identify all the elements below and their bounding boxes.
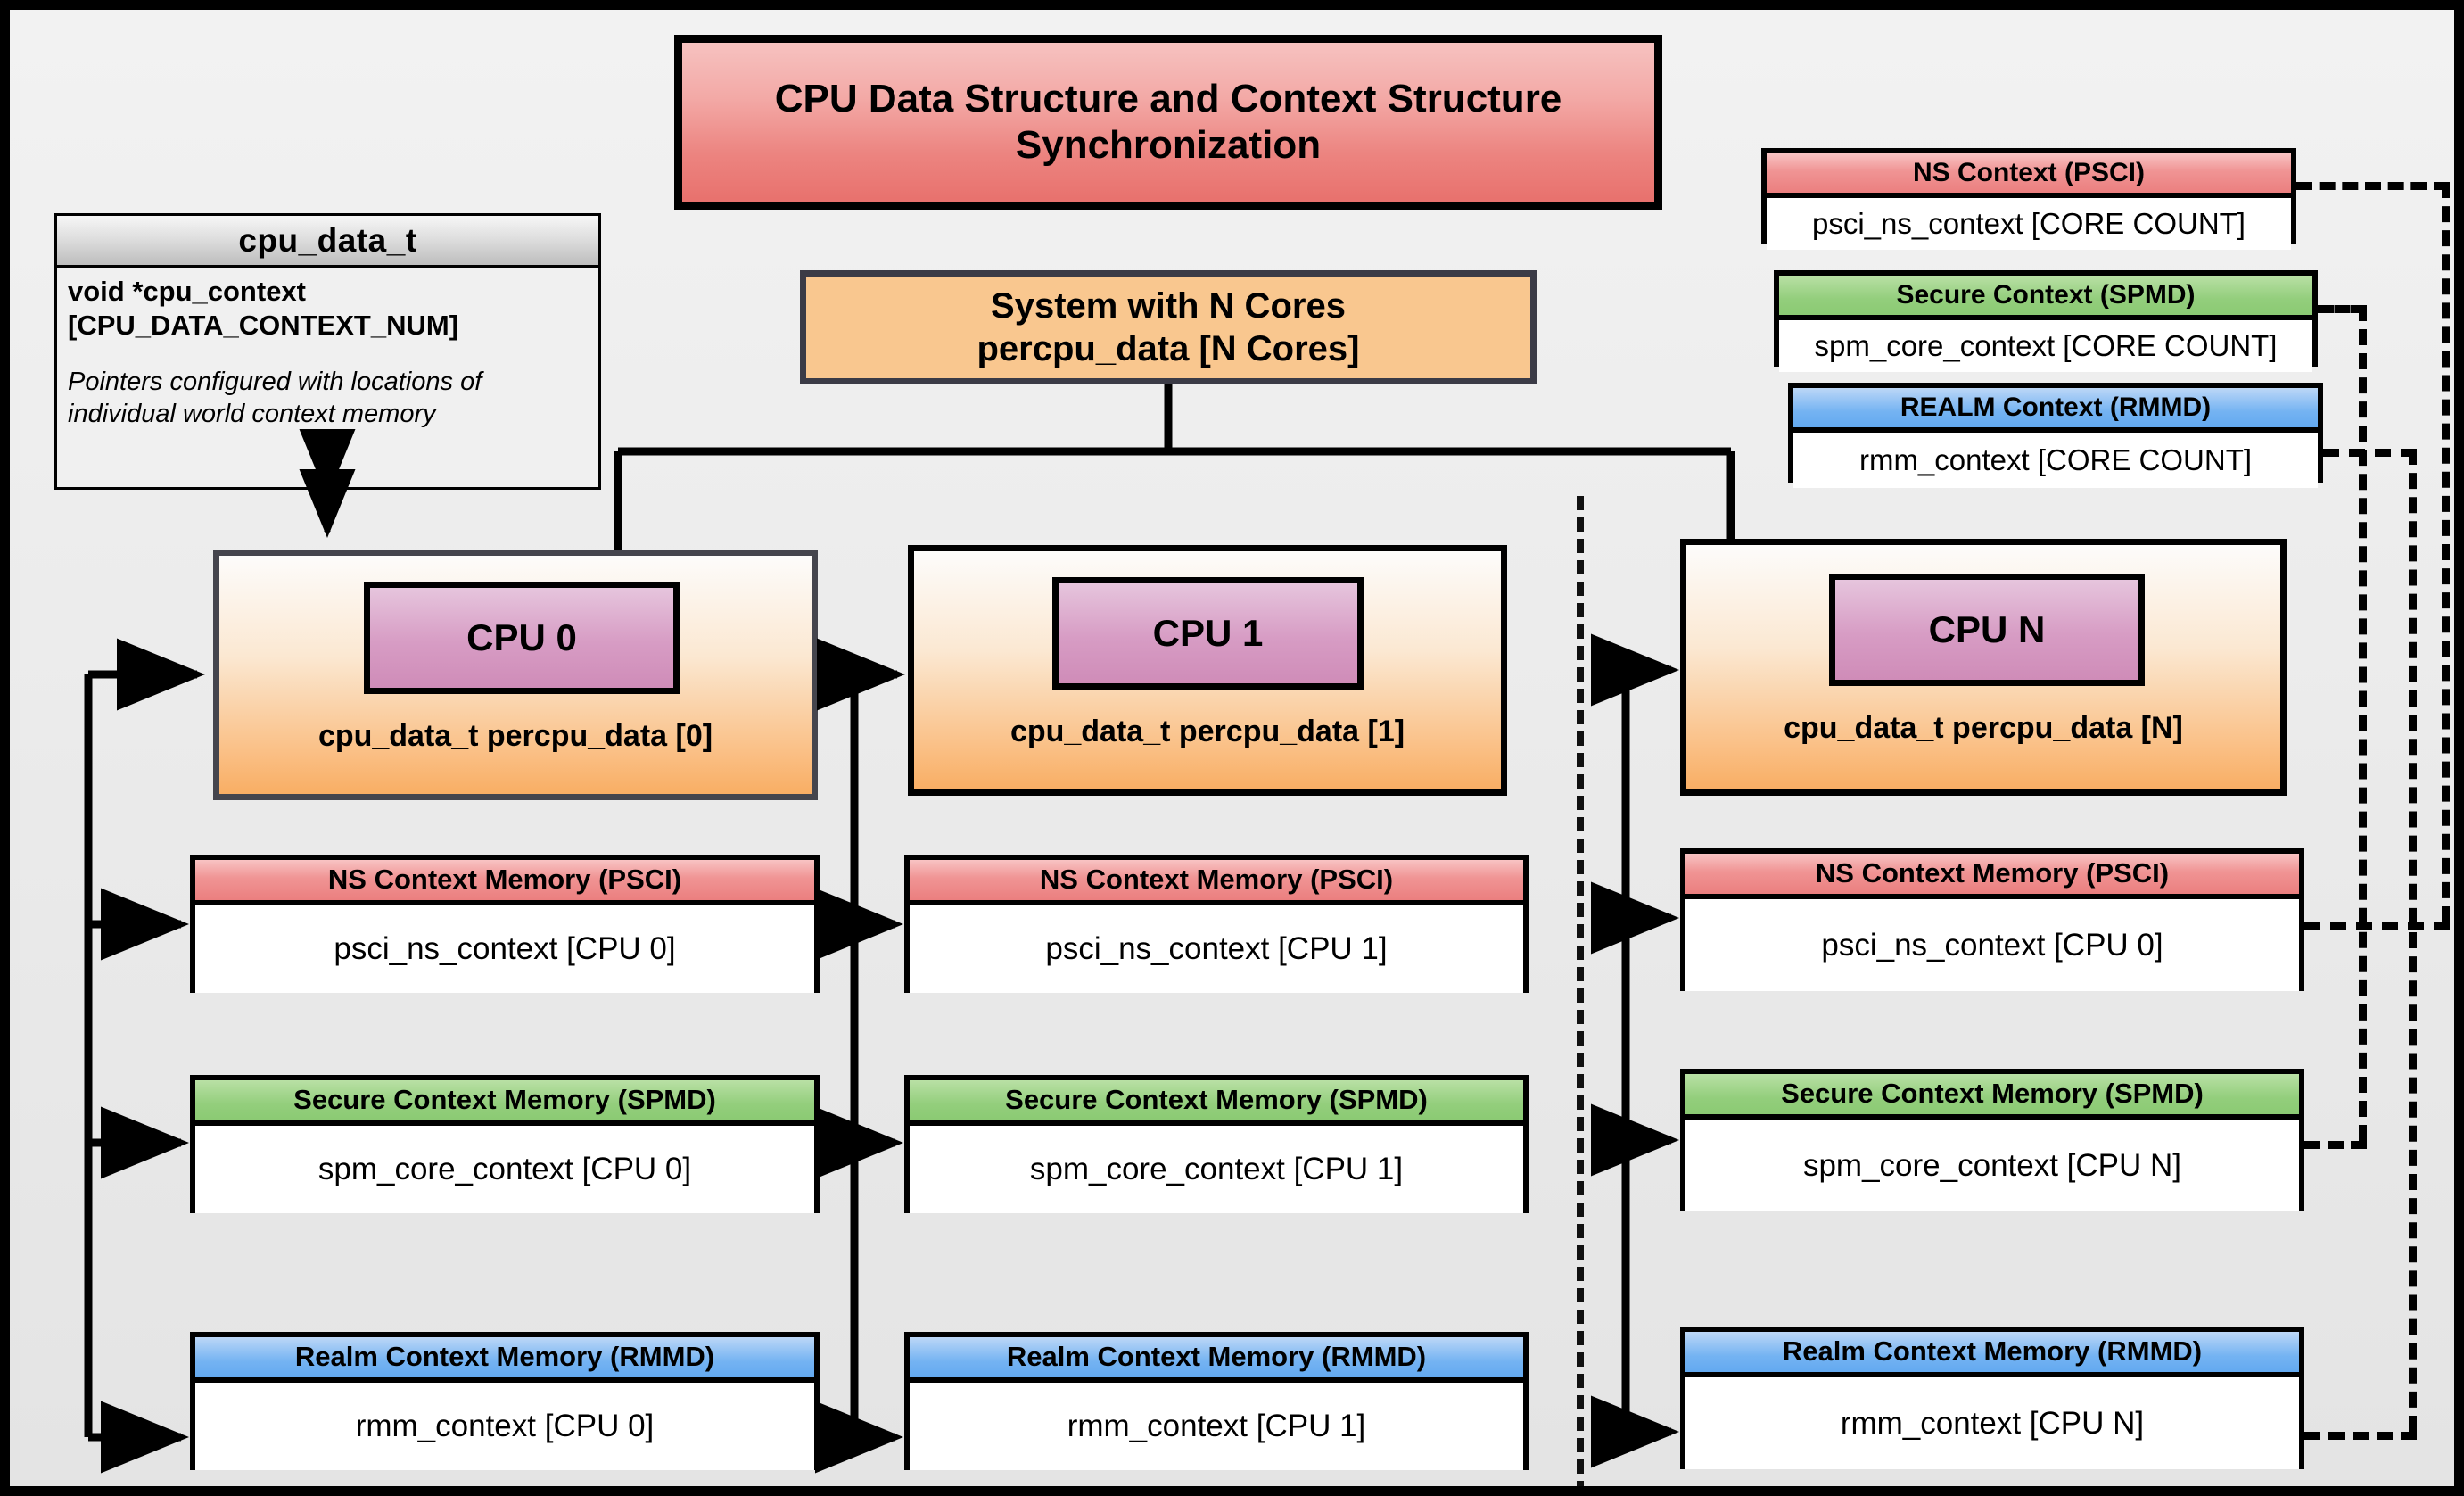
- cpu-chip-1: CPU 1: [1052, 577, 1364, 690]
- cpu0-context-realm-header: Realm Context Memory (RMMD): [195, 1337, 814, 1383]
- realm-global-link-bottom: [2304, 1432, 2417, 1440]
- cpu1-context-realm: Realm Context Memory (RMMD) rmm_context …: [904, 1332, 1529, 1470]
- ns-global-link-top: [2296, 182, 2450, 190]
- cpu-chip-n: CPU N: [1829, 574, 2145, 686]
- cpu1-context-realm-header: Realm Context Memory (RMMD): [910, 1337, 1523, 1383]
- cpun-context-secure-value: spm_core_context [CPU N]: [1685, 1120, 2299, 1211]
- realm-global-link-top: [2323, 449, 2417, 457]
- cpu1-context-realm-value: rmm_context [CPU 1]: [910, 1383, 1523, 1470]
- cpu0-context-ns: NS Context Memory (PSCI) psci_ns_context…: [190, 855, 820, 993]
- ns-global-link-bottom: [2304, 922, 2450, 930]
- cpu-panel-0: CPU 0 cpu_data_t percpu_data [0]: [213, 550, 818, 800]
- cpu-panel-n: CPU N cpu_data_t percpu_data [N]: [1680, 539, 2287, 796]
- cpu1-context-secure: Secure Context Memory (SPMD) spm_core_co…: [904, 1075, 1529, 1213]
- cpun-context-secure: Secure Context Memory (SPMD) spm_core_co…: [1680, 1069, 2304, 1211]
- cpu-data-t-title: cpu_data_t: [57, 216, 598, 268]
- cpu-caption-n: cpu_data_t percpu_data [N]: [1784, 711, 2183, 745]
- cpu-data-t-body: void *cpu_context [CPU_DATA_CONTEXT_NUM]…: [57, 268, 598, 431]
- cpu1-context-ns: NS Context Memory (PSCI) psci_ns_context…: [904, 855, 1529, 993]
- cpu1-context-secure-value: spm_core_context [CPU 1]: [910, 1126, 1523, 1213]
- realm-global-link-down: [2409, 449, 2417, 1432]
- system-box: System with N Cores percpu_data [N Cores…: [800, 270, 1537, 384]
- global-context-ns: NS Context (PSCI) psci_ns_context [CORE …: [1761, 148, 2296, 250]
- cpu1-context-ns-header: NS Context Memory (PSCI): [910, 860, 1523, 905]
- secure-global-link-down: [2359, 305, 2367, 1141]
- cpun-context-realm-value: rmm_context [CPU N]: [1685, 1377, 2299, 1469]
- cpun-context-realm: Realm Context Memory (RMMD) rmm_context …: [1680, 1327, 2304, 1469]
- global-context-secure-header: Secure Context (SPMD): [1779, 276, 2312, 320]
- ns-global-link-down: [2442, 182, 2450, 922]
- cpu0-context-ns-value: psci_ns_context [CPU 0]: [195, 905, 814, 993]
- cpun-context-pointer-bus: [1591, 633, 1679, 1468]
- cpun-context-realm-header: Realm Context Memory (RMMD): [1685, 1332, 2299, 1377]
- global-context-ns-header: NS Context (PSCI): [1767, 153, 2291, 198]
- global-context-realm-header: REALM Context (RMMD): [1793, 388, 2318, 433]
- cpu-caption-0: cpu_data_t percpu_data [0]: [317, 719, 713, 753]
- global-context-realm-value: rmm_context [CORE COUNT]: [1793, 433, 2318, 488]
- secure-global-link-bottom: [2304, 1141, 2367, 1149]
- global-context-secure: Secure Context (SPMD) spm_core_context […: [1774, 270, 2318, 372]
- cpun-context-ns-header: NS Context Memory (PSCI): [1685, 854, 2299, 899]
- cpu-data-t-field-line1: void *cpu_context: [68, 276, 306, 307]
- cpu0-context-ns-header: NS Context Memory (PSCI): [195, 860, 814, 905]
- cpu1-context-secure-header: Secure Context Memory (SPMD): [910, 1080, 1523, 1126]
- system-line1: System with N Cores: [991, 286, 1346, 326]
- cpu-data-t-box: cpu_data_t void *cpu_context [CPU_DATA_C…: [54, 213, 601, 490]
- global-context-ns-value: psci_ns_context [CORE COUNT]: [1767, 198, 2291, 250]
- cpun-context-ns-value: psci_ns_context [CPU 0]: [1685, 899, 2299, 991]
- cpu-data-t-note: Pointers configured with locations of in…: [68, 367, 482, 429]
- global-context-secure-value: spm_core_context [CORE COUNT]: [1779, 320, 2312, 372]
- column-divider: [1577, 496, 1584, 1486]
- global-context-realm: REALM Context (RMMD) rmm_context [CORE C…: [1788, 383, 2323, 488]
- system-line2: percpu_data [N Cores]: [977, 329, 1360, 368]
- cpu-data-t-field-line2: [CPU_DATA_CONTEXT_NUM]: [68, 309, 459, 341]
- cpu1-context-ns-value: psci_ns_context [CPU 1]: [910, 905, 1523, 993]
- cpu0-context-secure-value: spm_core_context [CPU 0]: [195, 1126, 814, 1213]
- secure-global-link-top: [2318, 305, 2367, 313]
- cpu0-context-pointer-bus: [84, 638, 205, 1474]
- cpu1-context-pointer-bus: [815, 638, 905, 1474]
- cpun-context-ns: NS Context Memory (PSCI) psci_ns_context…: [1680, 848, 2304, 991]
- cpu-chip-0: CPU 0: [364, 582, 680, 694]
- cpu0-context-realm: Realm Context Memory (RMMD) rmm_context …: [190, 1332, 820, 1470]
- cpu-panel-1: CPU 1 cpu_data_t percpu_data [1]: [908, 545, 1507, 796]
- cpu0-context-secure: Secure Context Memory (SPMD) spm_core_co…: [190, 1075, 820, 1213]
- cpun-context-secure-header: Secure Context Memory (SPMD): [1685, 1074, 2299, 1120]
- cpu0-context-realm-value: rmm_context [CPU 0]: [195, 1383, 814, 1470]
- system-to-cpus-connector: [614, 384, 1735, 550]
- cpu0-context-secure-header: Secure Context Memory (SPMD): [195, 1080, 814, 1126]
- diagram-title: CPU Data Structure and Context Structure…: [674, 35, 1662, 210]
- cpu-caption-1: cpu_data_t percpu_data [1]: [1009, 715, 1405, 748]
